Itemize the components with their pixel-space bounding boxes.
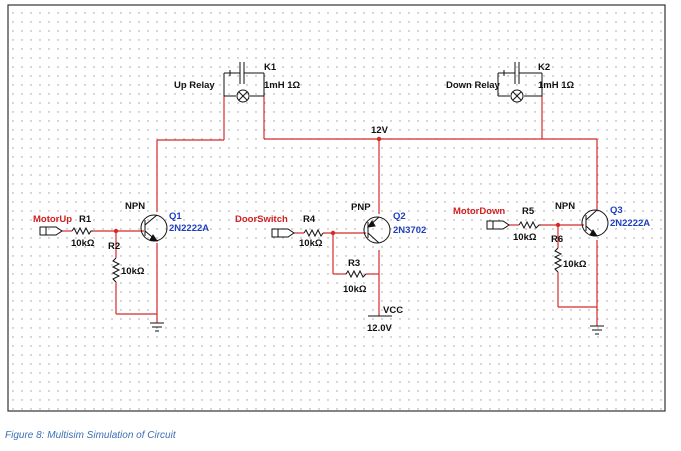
connector-door-switch-label: DoorSwitch [235, 214, 288, 225]
r4-ref-label: R4 [303, 214, 316, 225]
figure-caption: Figure 8: Multisim Simulation of Circuit [5, 430, 176, 441]
supply-rail-label: 12V [371, 125, 389, 136]
q2-ref-label: Q2 [393, 211, 406, 222]
q3-part-label: 2N2222A [610, 218, 650, 229]
connector-motor-up [39, 226, 63, 236]
r1-ref-label: R1 [79, 214, 92, 225]
r2-value-label: 10kΩ [121, 266, 145, 277]
relay-k1-ref: K1 [264, 62, 277, 73]
r5-value-label: 10kΩ [513, 232, 537, 243]
connector-door-switch [271, 228, 295, 238]
q3-type-label: NPN [555, 201, 575, 212]
relay-k2-value: 1mH 1Ω [538, 80, 575, 91]
transistor-q1 [140, 214, 168, 242]
r3-ref-label: R3 [348, 258, 360, 269]
q1-part-label: 2N2222A [169, 223, 209, 234]
r6-ref-label: R6 [551, 234, 563, 245]
relay-k2-ref: K2 [538, 62, 550, 73]
vcc-ref-label: VCC [383, 305, 403, 316]
r6-value-label: 10kΩ [563, 259, 587, 270]
q1-ref-label: Q1 [169, 211, 182, 222]
relay-k1 [223, 62, 265, 103]
schematic-frame [7, 4, 666, 412]
q3-ref-label: Q3 [610, 205, 623, 216]
r4-value-label: 10kΩ [299, 238, 323, 249]
q1-type-label: NPN [125, 201, 145, 212]
ground-symbol-q1 [150, 322, 164, 332]
resistor-r5 [518, 220, 541, 230]
resistor-r1 [71, 226, 93, 236]
transistor-q3 [581, 209, 609, 237]
resistor-r6 [553, 247, 563, 273]
connector-motor-up-label: MotorUp [33, 214, 72, 225]
resistor-r2 [111, 257, 121, 283]
relay-k1-value: 1mH 1Ω [264, 80, 301, 91]
relay-k1-label: Up Relay [174, 80, 215, 91]
r1-value-label: 10kΩ [71, 238, 95, 249]
q2-type-label: PNP [351, 202, 371, 213]
wires [62, 96, 598, 326]
resistor-r4 [303, 228, 324, 238]
r3-value-label: 10kΩ [343, 284, 367, 295]
connector-motor-down-label: MotorDown [453, 206, 505, 217]
connector-motor-down [486, 220, 510, 230]
relay-k2-label: Down Relay [446, 80, 501, 91]
r5-ref-label: R5 [522, 206, 535, 217]
relay-k2 [497, 62, 543, 103]
resistor-r3 [345, 269, 367, 279]
ground-symbol-q3 [590, 325, 604, 335]
q2-part-label: 2N3702 [393, 225, 426, 236]
vcc-value-label: 12.0V [367, 323, 392, 334]
junction-dots [113, 136, 561, 236]
transistor-q2 [363, 216, 391, 244]
r2-ref-label: R2 [108, 241, 120, 252]
